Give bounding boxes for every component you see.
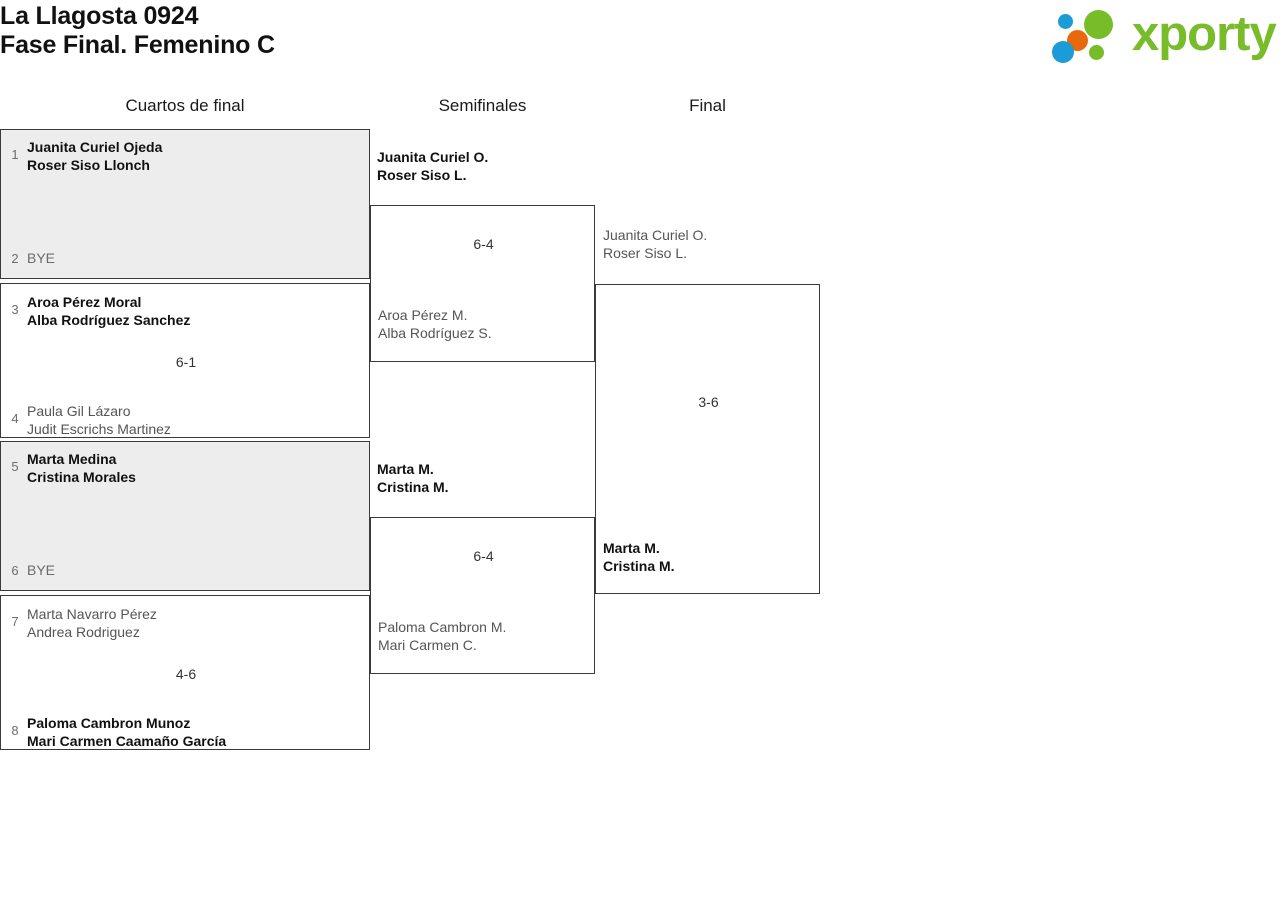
team-name: Juanita Curiel Ojeda Roser Siso Llonch — [27, 139, 163, 173]
xporty-logo[interactable]: xporty — [1050, 7, 1277, 64]
round-header-final: Final — [689, 96, 726, 115]
match-box-qf2[interactable]: 3 Aroa Pérez Moral Alba Rodríguez Sanche… — [0, 283, 370, 438]
team-name-sf2-top: Marta M. Cristina M. — [377, 461, 449, 495]
team-name: Paloma Cambron M. Mari Carmen C. — [378, 619, 507, 653]
round-header-quarters: Cuartos de final — [125, 96, 245, 115]
team-name: Marta Medina Cristina Morales — [27, 451, 136, 485]
logo-dot-green-small — [1089, 45, 1104, 60]
round-header-semis: Semifinales — [438, 96, 527, 115]
team-name: Marta Navarro Pérez Andrea Rodriguez — [27, 606, 157, 640]
seed-number: 7 — [11, 614, 19, 629]
seed-number: 4 — [11, 411, 19, 426]
match-box-final[interactable]: Marta M. Cristina M. 3-6 — [595, 284, 820, 594]
seed-number: 1 — [11, 147, 19, 162]
seed-number: 2 — [11, 251, 19, 266]
match-box-qf4[interactable]: 7 Marta Navarro Pérez Andrea Rodriguez 8… — [0, 595, 370, 750]
seed-number: 6 — [11, 563, 19, 578]
team-name: Aroa Pérez Moral Alba Rodríguez Sanchez — [27, 294, 191, 328]
team-name: Marta M. Cristina M. — [603, 540, 675, 574]
seed-number: 8 — [11, 723, 19, 738]
page-title: La Llagosta 0924 Fase Final. Femenino C — [0, 2, 275, 60]
match-box-qf1[interactable]: 1 Juanita Curiel Ojeda Roser Siso Llonch… — [0, 129, 370, 279]
team-name: BYE — [27, 562, 56, 578]
seed-number: 3 — [11, 302, 19, 317]
team-name: Paloma Cambron Munoz Mari Carmen Caamaño… — [27, 715, 227, 749]
match-box-sf1[interactable]: Aroa Pérez M. Alba Rodríguez S. 6-4 — [370, 205, 595, 362]
logo-dot-blue-small — [1058, 14, 1073, 29]
match-score: 4-6 — [175, 666, 197, 682]
match-score: 3-6 — [698, 394, 719, 410]
match-box-qf3[interactable]: 5 Marta Medina Cristina Morales 6 BYE — [0, 441, 370, 591]
seed-number: 5 — [11, 459, 19, 474]
team-name-final-top: Juanita Curiel O. Roser Siso L. — [603, 227, 708, 261]
team-name-sf1-top: Juanita Curiel O. Roser Siso L. — [377, 149, 489, 183]
logo-dot-green-large — [1084, 10, 1113, 39]
match-score: 6-1 — [175, 354, 197, 370]
tournament-phase: Fase Final. Femenino C — [0, 31, 275, 59]
logo-wordmark: xporty — [1132, 7, 1277, 61]
team-name: Aroa Pérez M. Alba Rodríguez S. — [378, 307, 492, 341]
match-score: 6-4 — [473, 548, 494, 564]
logo-dot-blue-large — [1052, 41, 1074, 63]
team-name: BYE — [27, 250, 56, 266]
team-name: Paula Gil Lázaro Judit Escrichs Martinez — [27, 403, 171, 437]
match-score: 6-4 — [473, 236, 494, 252]
tournament-name: La Llagosta 0924 — [0, 2, 199, 30]
match-box-sf2[interactable]: Paloma Cambron M. Mari Carmen C. 6-4 — [370, 517, 595, 674]
